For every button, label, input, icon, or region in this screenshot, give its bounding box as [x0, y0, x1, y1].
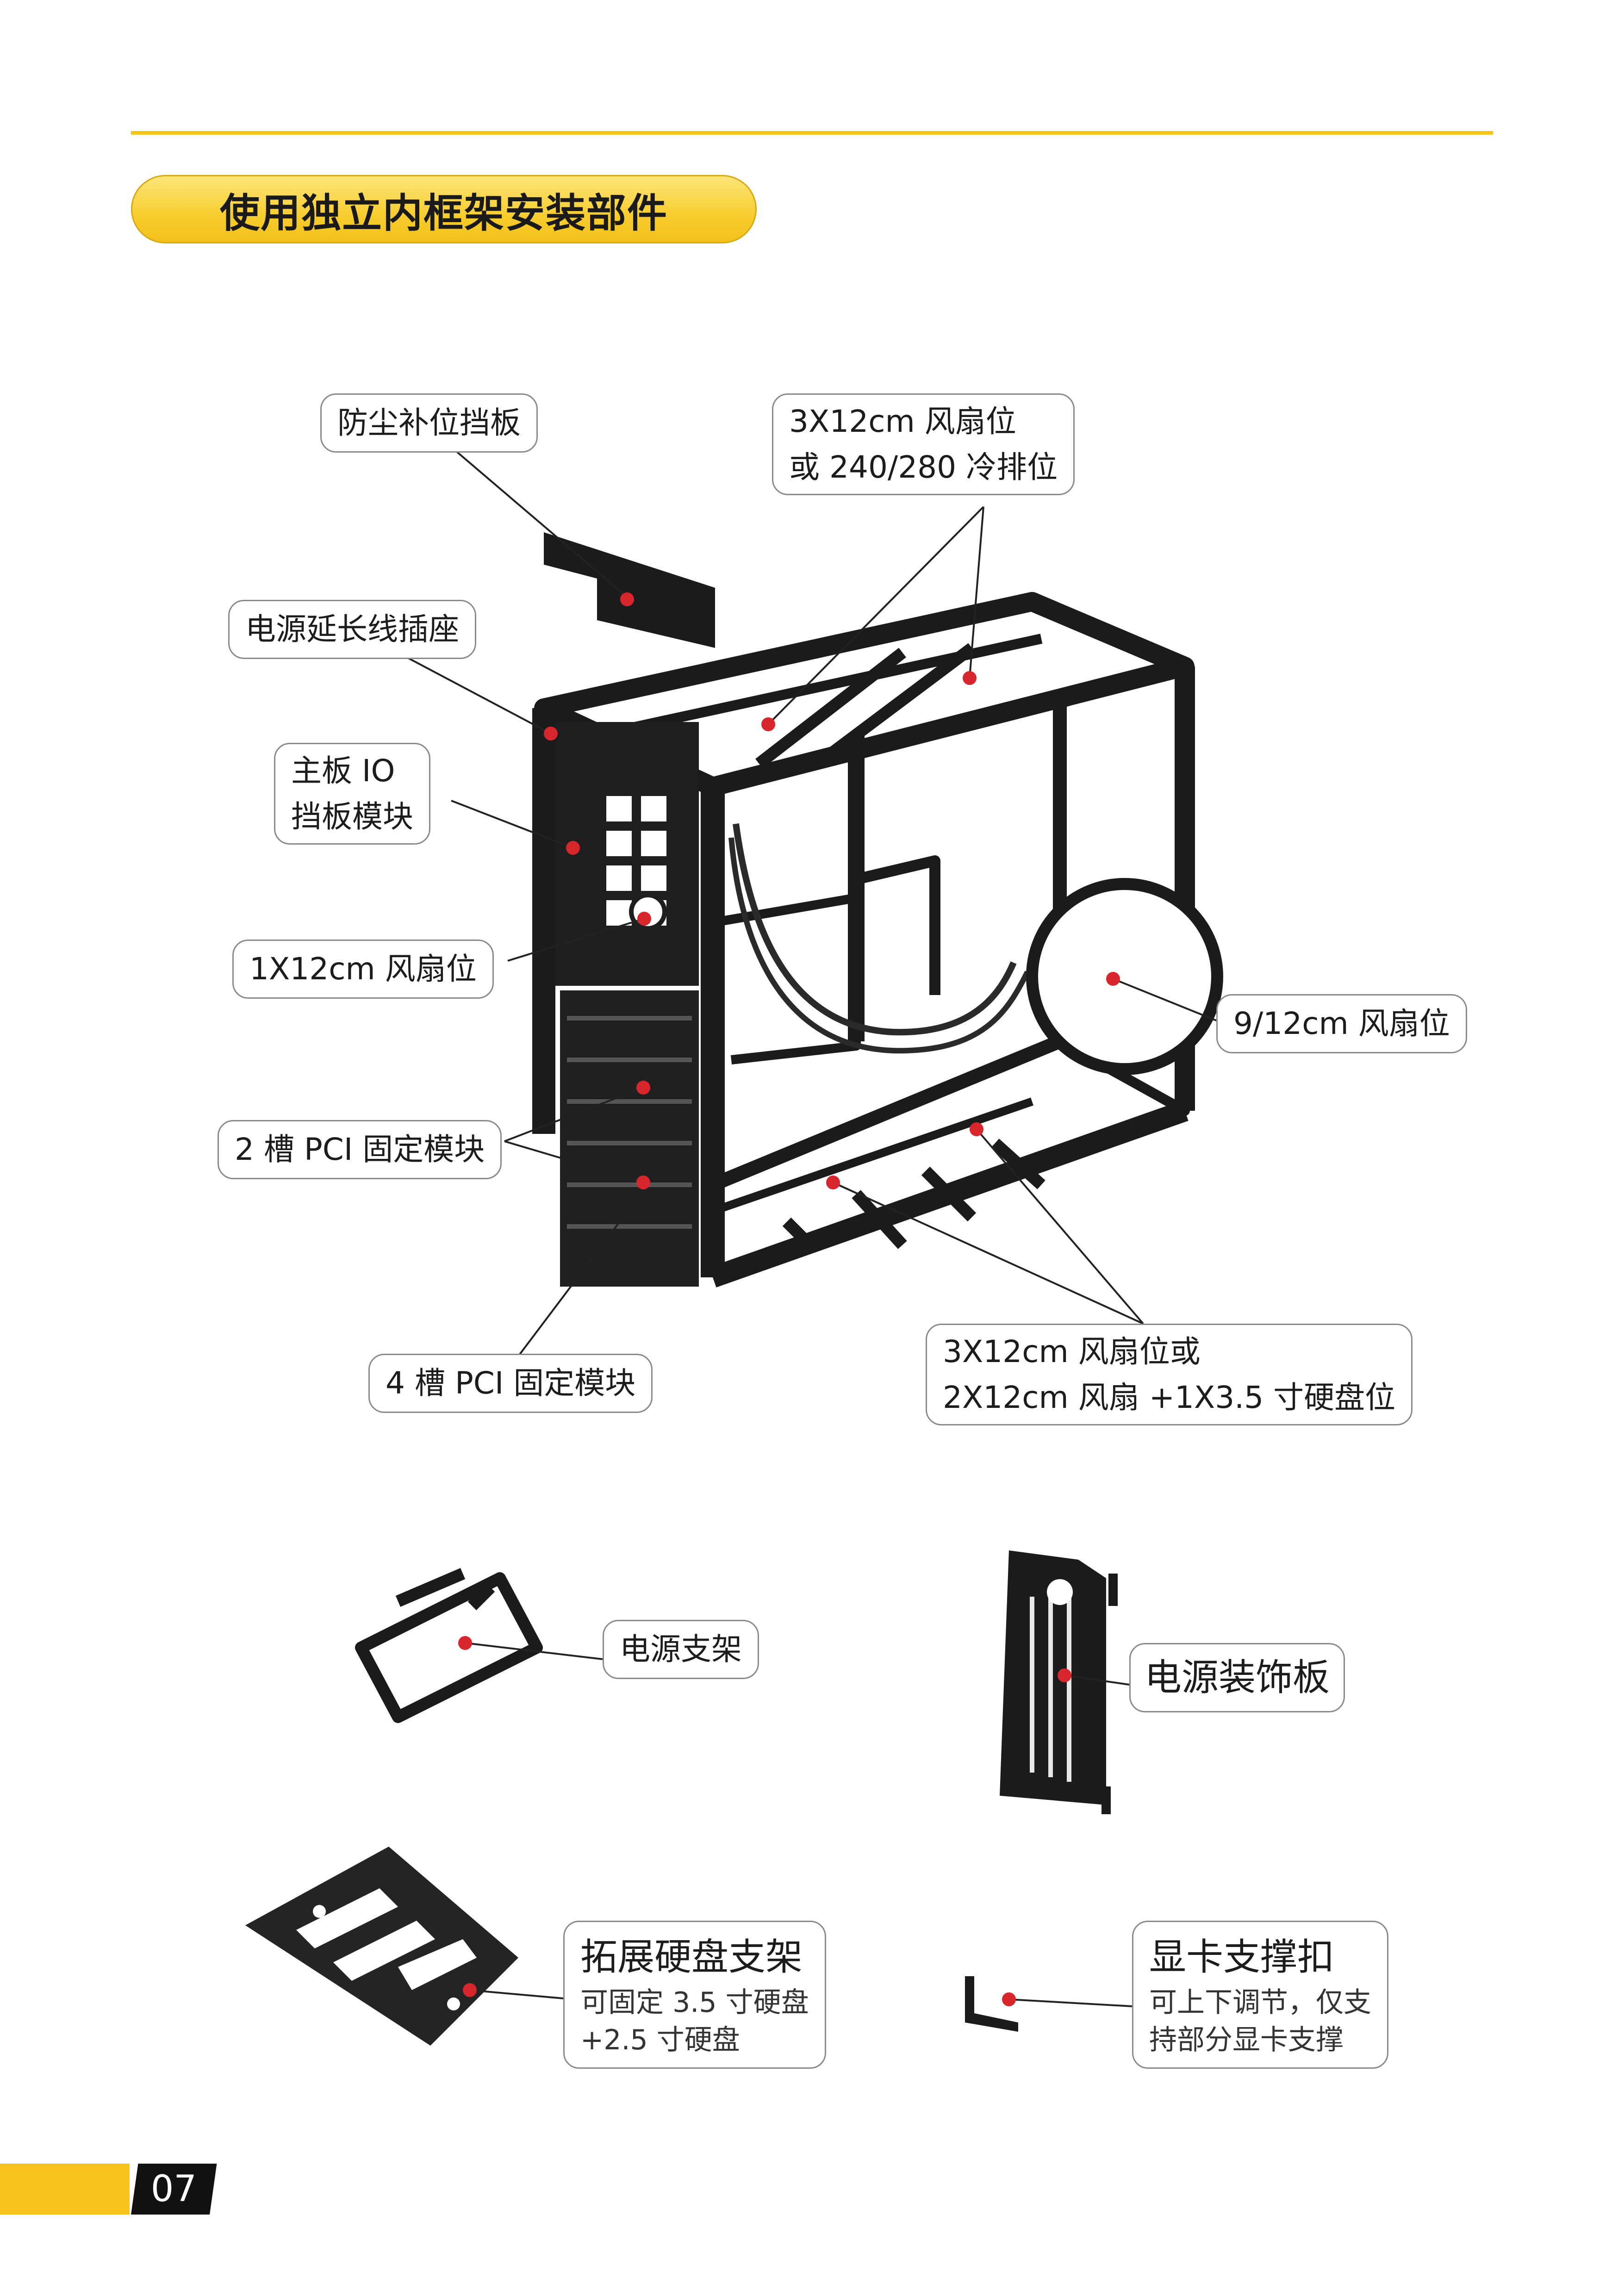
- callout-hdd-bracket: 拓展硬盘支架 可固定 3.5 寸硬盘 +2.5 寸硬盘: [563, 1921, 826, 2069]
- section-title: 使用独立内框架安装部件: [220, 190, 668, 236]
- callout-dust-plate: 防尘补位挡板: [320, 393, 538, 453]
- red-markers: [458, 592, 1120, 2006]
- rear-io-panel: [555, 722, 699, 1287]
- callout-gpu-clip: 显卡支撑扣 可上下调节，仅支 持部分显卡支撑: [1132, 1921, 1388, 2069]
- callout-io-module: 主板 IO 挡板模块: [274, 743, 430, 845]
- callout-pci-4slot: 4 槽 PCI 固定模块: [368, 1354, 653, 1413]
- page-number: 07: [131, 2164, 217, 2215]
- psu-cover-art: [1000, 1550, 1118, 1814]
- callout-side-fan: 9/12cm 风扇位: [1216, 994, 1467, 1053]
- gpu-clip-art: [965, 1976, 1018, 2032]
- callout-bottom-fan: 3X12cm 风扇位或 2X12cm 风扇 +1X3.5 寸硬盘位: [926, 1324, 1413, 1425]
- leader-lines: [393, 443, 1217, 2007]
- header-rule: [131, 131, 1493, 135]
- callout-psu-cover: 电源装饰板: [1129, 1643, 1345, 1712]
- callout-rear-fan: 1X12cm 风扇位: [232, 940, 494, 999]
- callout-pci-2slot: 2 槽 PCI 固定模块: [218, 1120, 502, 1179]
- section-title-pill: 使用独立内框架安装部件: [131, 175, 757, 243]
- callout-psu-socket: 电源延长线插座: [228, 600, 476, 659]
- psu-bracket-art: [355, 1568, 543, 1723]
- page-tab-accent: [0, 2164, 130, 2215]
- callout-top-fan: 3X12cm 风扇位 或 240/280 冷排位: [772, 393, 1075, 495]
- callout-psu-bracket: 电源支架: [603, 1620, 759, 1679]
- hdd-bracket-art: [245, 1847, 518, 2046]
